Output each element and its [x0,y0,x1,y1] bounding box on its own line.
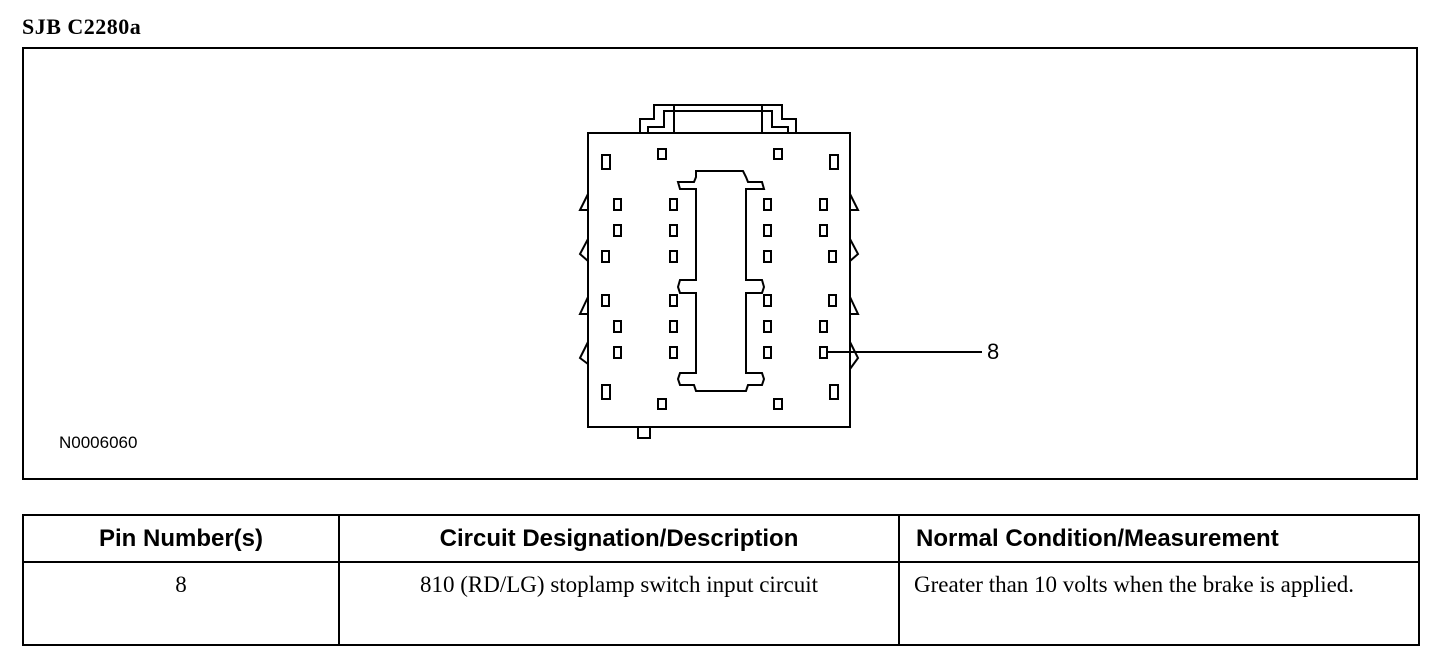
connector-diagram-frame: 8 N0006060 [22,47,1418,480]
cell-circuit: 810 (RD/LG) stoplamp switch input circui… [338,561,900,646]
pin-8-callout: 8 [987,339,1000,364]
header-condition: Normal Condition/Measurement [898,514,1420,563]
connector-body [587,132,851,428]
diagram-title: SJB C2280a [22,14,142,39]
figure-code: N0006060 [59,433,138,452]
table-row: 8 810 (RD/LG) stoplamp switch input circ… [22,561,1420,646]
connector-face-drawing [578,104,982,439]
pin-table: Pin Number(s) Circuit Designation/Descri… [22,514,1420,646]
center-cavity [676,170,766,392]
connector-key-tab [637,426,651,439]
header-circuit: Circuit Designation/Description [338,514,900,563]
cell-pin: 8 [22,561,340,646]
terminal-pin-8 [819,346,828,359]
header-pin-number: Pin Number(s) [22,514,340,563]
cell-condition: Greater than 10 volts when the brake is … [898,561,1420,646]
table-header-row: Pin Number(s) Circuit Designation/Descri… [22,514,1420,563]
connector-latch [639,104,797,133]
